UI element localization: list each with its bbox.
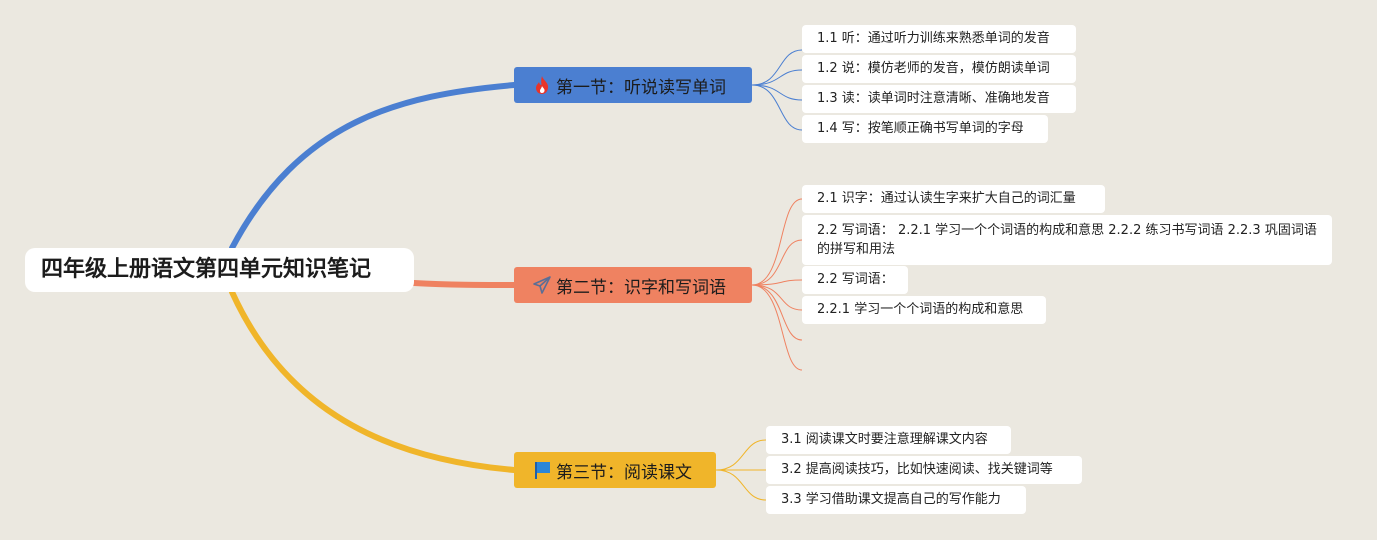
- paper-plane-icon: [532, 275, 552, 295]
- section-1-topic[interactable]: 第一节：听说读写单词: [514, 67, 752, 103]
- leaf-1-1[interactable]: 1.1 听：通过听力训练来熟悉单词的发音: [802, 25, 1076, 53]
- leaf-3-1[interactable]: 3.1 阅读课文时要注意理解课文内容: [766, 426, 1011, 454]
- root-topic[interactable]: 四年级上册语文第四单元知识笔记: [25, 248, 414, 292]
- connector-root-section1: [229, 82, 517, 251]
- connectors-section2: [751, 198, 803, 371]
- flag-icon: [532, 460, 552, 480]
- section-3-title: 第三节：阅读课文: [556, 462, 692, 483]
- connectors-section1: [751, 49, 803, 131]
- section-3-topic[interactable]: 第三节：阅读课文: [514, 452, 716, 488]
- section-2-title: 第二节：识字和写词语: [556, 277, 726, 298]
- connector-root-section2: [411, 280, 517, 288]
- leaf-2-2[interactable]: 2.2 写词语： 2.2.1 学习一个个词语的构成和意思 2.2.2 练习书写词…: [802, 215, 1332, 265]
- leaf-2-3[interactable]: 2.2 写词语：: [802, 266, 908, 294]
- leaf-2-1[interactable]: 2.1 识字：通过认读生字来扩大自己的词汇量: [802, 185, 1105, 213]
- leaf-1-3[interactable]: 1.3 读：读单词时注意清晰、准确地发音: [802, 85, 1076, 113]
- connectors-section3: [715, 439, 767, 501]
- leaf-1-2[interactable]: 1.2 说：模仿老师的发音，模仿朗读单词: [802, 55, 1076, 83]
- leaf-3-3[interactable]: 3.3 学习借助课文提高自己的写作能力: [766, 486, 1026, 514]
- fire-icon: [532, 75, 552, 95]
- leaf-3-2[interactable]: 3.2 提高阅读技巧，比如快速阅读、找关键词等: [766, 456, 1082, 484]
- leaf-2-4[interactable]: 2.2.1 学习一个个词语的构成和意思: [802, 296, 1046, 324]
- leaf-1-4[interactable]: 1.4 写：按笔顺正确书写单词的字母: [802, 115, 1048, 143]
- section-2-topic[interactable]: 第二节：识字和写词语: [514, 267, 752, 303]
- connector-root-section3: [229, 289, 517, 473]
- section-1-title: 第一节：听说读写单词: [556, 77, 726, 98]
